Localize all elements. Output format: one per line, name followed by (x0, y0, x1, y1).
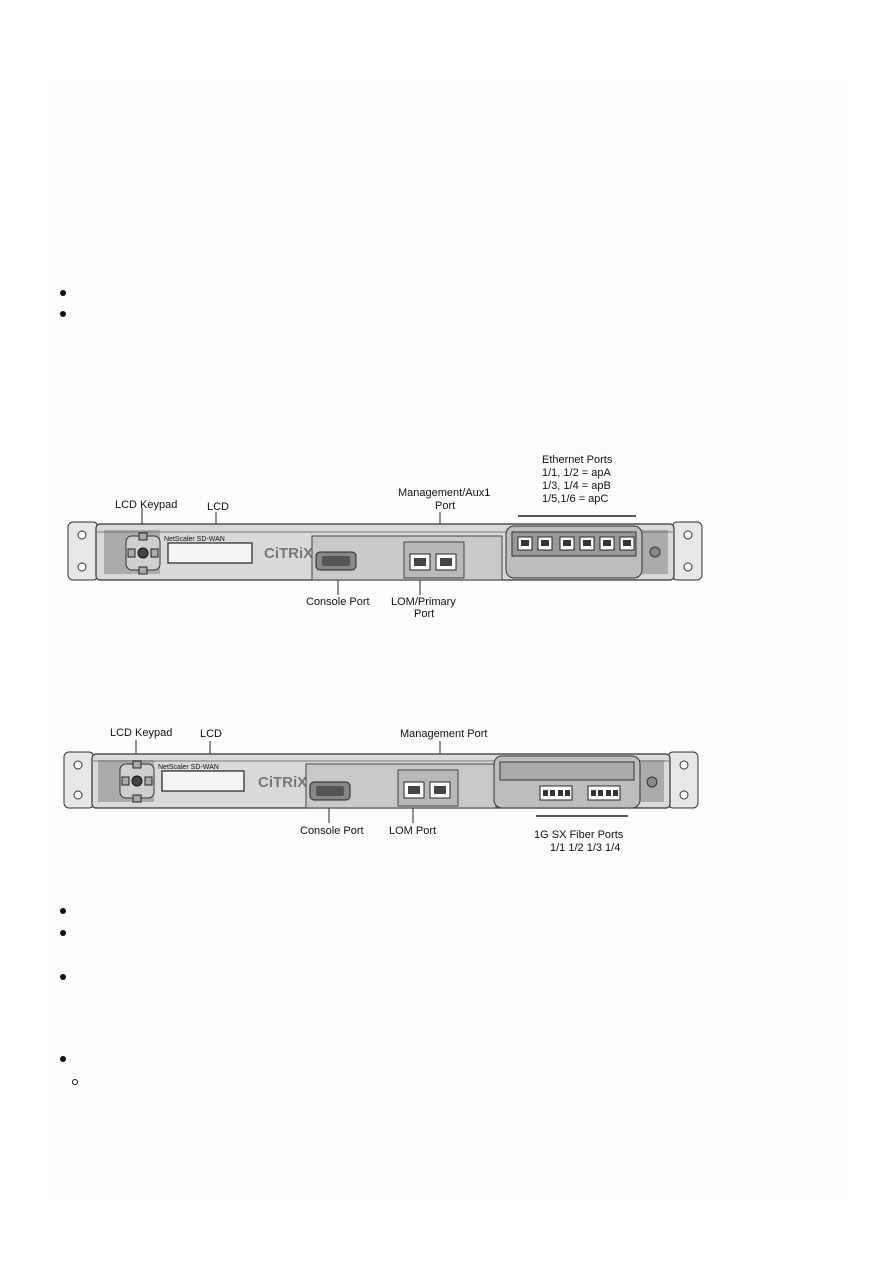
label-lom-primary: LOM/Primary (391, 596, 456, 608)
bullet-5 (60, 974, 66, 980)
label-fiber-ports: 1G SX Fiber Ports (534, 829, 624, 841)
appliance-front-panel-diagram: LCD Keypad LCD Management/Aux1 Port Ethe… (67, 454, 703, 620)
model-text-2: NetScaler SD-WAN (158, 764, 219, 771)
label-lcd: LCD (207, 501, 229, 513)
lcd-screen-2 (161, 770, 245, 792)
bullet-3 (60, 908, 66, 914)
label-ethernet-ports: Ethernet Ports (542, 454, 613, 466)
lcd-keypad (125, 532, 161, 575)
label-ethernet-map-3: 1/5,1/6 = apC (542, 493, 608, 505)
label-console-port-2: Console Port (300, 825, 364, 837)
appliance-front-panel-diagram-fiber: LCD Keypad LCD Management Port Console P… (63, 727, 699, 854)
bullet-2 (60, 311, 66, 317)
label-management-aux1: Management/Aux1 (398, 487, 490, 499)
sub-bullet-1 (72, 1079, 78, 1085)
label-fiber-numbers: 1/1 1/2 1/3 1/4 (550, 842, 620, 854)
lcd-keypad-2 (119, 760, 155, 803)
label-lcd-2: LCD (200, 728, 222, 740)
brand-logo-2: CiTRiX (258, 774, 307, 791)
model-text: NetScaler SD-WAN (164, 536, 225, 543)
brand-logo: CiTRiX (264, 545, 313, 562)
page-background (48, 80, 848, 1200)
label-console-port: Console Port (306, 596, 370, 608)
bullet-1 (60, 290, 66, 296)
label-management-port: Management Port (400, 728, 487, 740)
figure-appliance-copper: LCD Keypad LCD Management/Aux1 Port Ethe… (0, 440, 893, 630)
label-lcd-keypad: LCD Keypad (115, 499, 177, 511)
label-lom-port: LOM Port (389, 825, 436, 837)
label-lcd-keypad-2: LCD Keypad (110, 727, 172, 739)
bullet-4 (60, 930, 66, 936)
ethernet-port-module (505, 525, 661, 579)
figure-appliance-fiber: LCD Keypad LCD Management Port Console P… (0, 720, 893, 860)
label-ethernet-map-2: 1/3, 1/4 = apB (542, 480, 611, 492)
label-management-aux1-port: Port (435, 500, 455, 512)
label-lom-primary-port: Port (414, 608, 434, 620)
lcd-screen (167, 542, 253, 564)
bullet-6 (60, 1056, 66, 1062)
fiber-port-module (493, 755, 658, 809)
label-ethernet-map-1: 1/1, 1/2 = apA (542, 467, 611, 479)
